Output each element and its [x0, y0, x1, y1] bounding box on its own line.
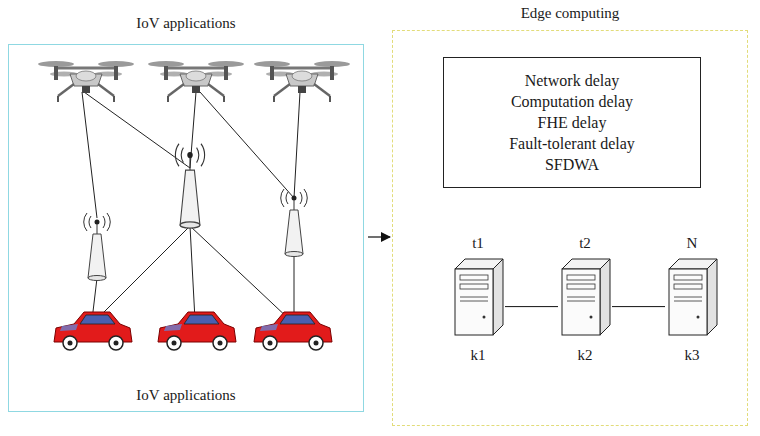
server: t1k1 [451, 257, 505, 337]
panel-title: Edge computing [521, 3, 620, 23]
delay-item: SFDWA [454, 154, 690, 175]
server-symbol [558, 257, 612, 337]
server-symbol [451, 257, 505, 337]
edge-panel: Edge computingNetwork delayComputation d… [392, 30, 748, 426]
server-link [612, 306, 665, 307]
delay-item: FHE delay [454, 112, 690, 133]
server-label: k2 [578, 345, 593, 365]
task-label: N [687, 233, 698, 253]
server-label: k1 [471, 345, 486, 365]
server: t2k2 [558, 257, 612, 337]
panel-label: IoV applications [136, 385, 235, 405]
task-label: t2 [579, 233, 591, 253]
flow-arrow [368, 236, 390, 237]
task-label: t1 [472, 233, 484, 253]
iov-panel: IoV applicationsIoV applications [8, 44, 364, 412]
delay-item: Fault-tolerant delay [454, 133, 690, 154]
panel-label: IoV applications [136, 13, 235, 33]
server-symbol [665, 257, 719, 337]
server-label: k3 [685, 345, 700, 365]
server: Nk3 [665, 257, 719, 337]
server-link [505, 306, 558, 307]
delay-item: Network delay [454, 70, 690, 91]
delay-box: Network delayComputation delayFHE delayF… [443, 57, 701, 188]
delay-item: Computation delay [454, 91, 690, 112]
